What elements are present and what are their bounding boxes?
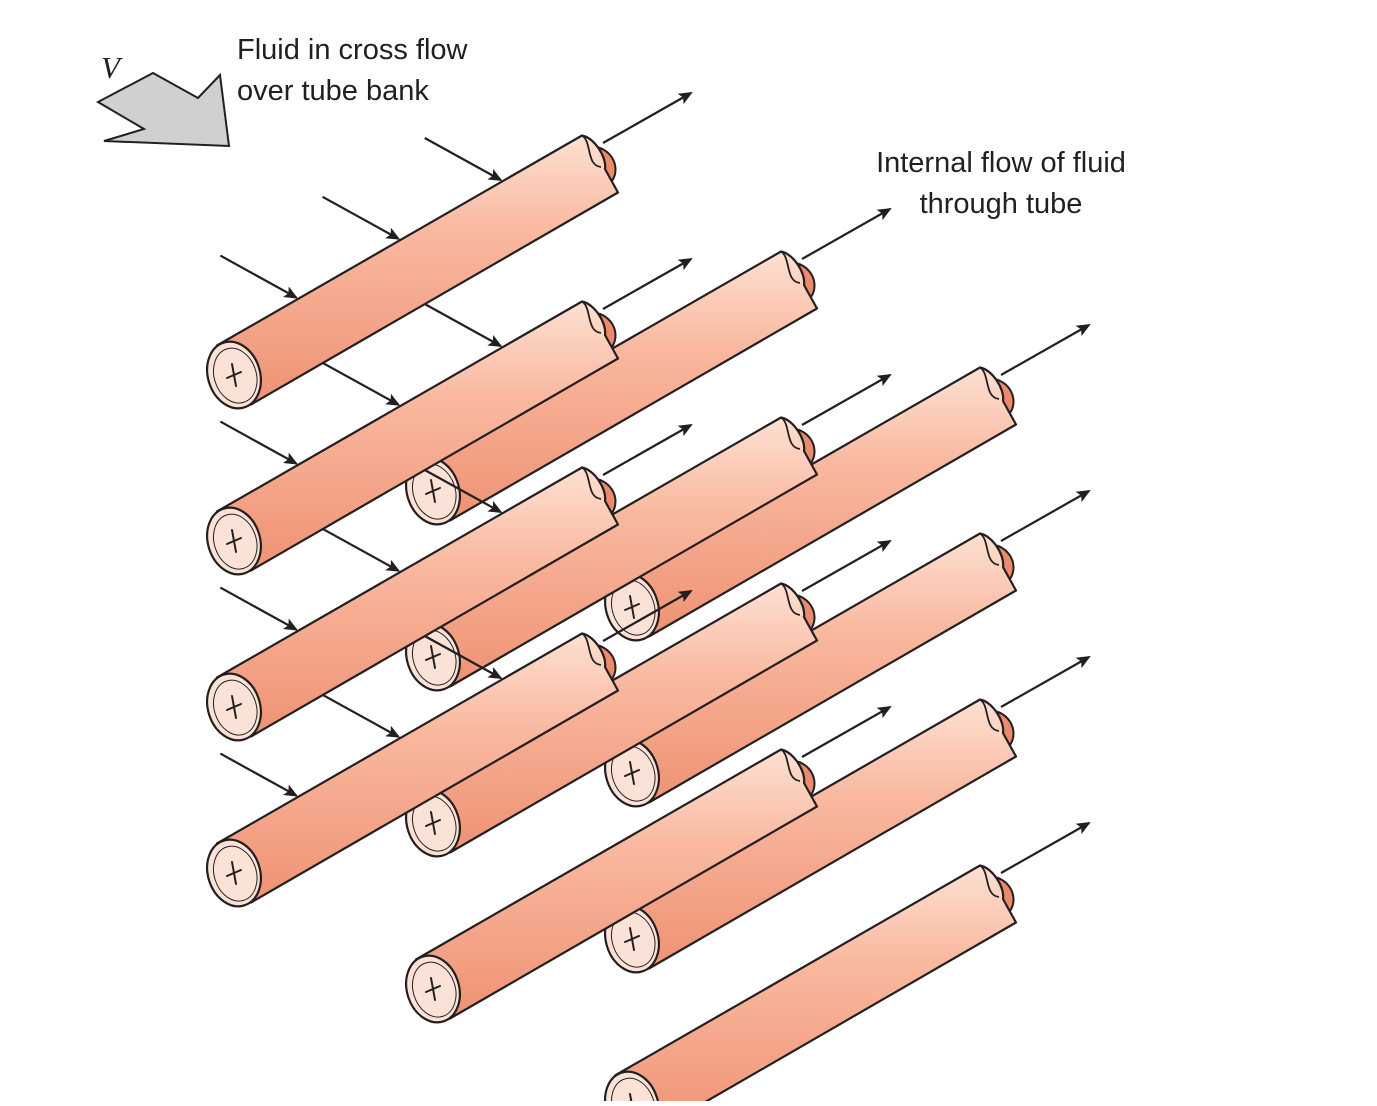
x-mark-icon — [226, 363, 242, 387]
tube-face-inner — [212, 347, 258, 404]
tubes-layer — [206, 92, 1091, 1106]
tube-rim — [780, 416, 801, 450]
cross-flow-arrow — [424, 303, 503, 347]
cross-flow-arrow — [424, 469, 503, 513]
tube — [604, 656, 1091, 974]
velocity-symbol: V — [101, 50, 120, 85]
cross-flow-arrow — [219, 420, 299, 465]
tube-rim — [780, 748, 801, 782]
internal-flow-arrow — [1000, 822, 1091, 874]
tube-face-inner — [212, 679, 258, 736]
tube-face-inner — [212, 845, 258, 902]
tube-rim — [780, 250, 801, 284]
cross-flow-arrow-icon — [95, 71, 231, 148]
cross-flow-arrow — [322, 195, 401, 240]
cross-flow-arrow — [219, 586, 299, 631]
cross-flow-arrow — [424, 635, 503, 679]
internal-flow-arrow — [602, 424, 693, 476]
x-mark-icon — [425, 479, 441, 503]
tube-face-inner — [610, 1077, 656, 1106]
tube — [206, 258, 693, 576]
cross-flow-arrow — [322, 361, 401, 406]
x-mark-icon — [226, 861, 242, 885]
internal-flow-arrow — [602, 258, 693, 310]
cross-flow-label-line2: over tube bank — [237, 75, 429, 107]
tube-rim — [581, 300, 602, 334]
internal-flow-arrow — [602, 590, 693, 642]
tube — [206, 92, 693, 410]
tube-rim — [979, 532, 1000, 566]
x-mark-icon — [425, 645, 441, 669]
tube-rim — [581, 466, 602, 500]
tube-rim — [780, 582, 801, 616]
internal-flow-arrow — [801, 540, 892, 592]
x-mark-icon — [425, 811, 441, 835]
x-mark-icon — [226, 529, 242, 553]
x-mark-icon — [425, 977, 441, 1001]
x-mark-icon — [226, 695, 242, 719]
internal-flow-arrow — [801, 374, 892, 426]
internal-flow-label-line1: Internal flow of fluid — [876, 147, 1126, 179]
x-mark-icon — [624, 595, 640, 619]
tube-rim — [979, 366, 1000, 400]
cross-flow-arrow — [219, 254, 299, 299]
cross-flow-label: Fluid in cross flow over tube bank — [237, 30, 467, 112]
tube-face-inner — [411, 961, 457, 1018]
internal-flow-arrow — [602, 92, 693, 144]
cross-flow-arrow — [424, 137, 503, 181]
tube — [206, 424, 693, 742]
cross-flow-arrow — [219, 752, 299, 797]
tube-face-inner — [212, 513, 258, 570]
cross-flow-label-line1: Fluid in cross flow — [237, 34, 468, 66]
internal-flow-arrow — [801, 706, 892, 758]
internal-flow-arrow — [1000, 324, 1091, 376]
tube-rim — [581, 134, 602, 168]
internal-flow-label: Internal flow of fluid through tube — [848, 143, 1154, 225]
internal-flow-arrow — [1000, 490, 1091, 542]
internal-flow-arrow — [1000, 656, 1091, 708]
tube-rim — [979, 864, 1000, 898]
tube-rim — [979, 698, 1000, 732]
internal-flow-label-line2: through tube — [919, 188, 1083, 220]
x-mark-icon — [624, 927, 640, 951]
internal-flow-arrow — [801, 208, 892, 260]
tube — [604, 324, 1091, 642]
tube — [206, 590, 693, 908]
tube-rim — [581, 632, 602, 666]
x-mark-icon — [624, 761, 640, 785]
tube — [405, 706, 892, 1024]
cross-flow-arrow — [322, 527, 401, 572]
cross-flow-arrow — [322, 693, 401, 738]
